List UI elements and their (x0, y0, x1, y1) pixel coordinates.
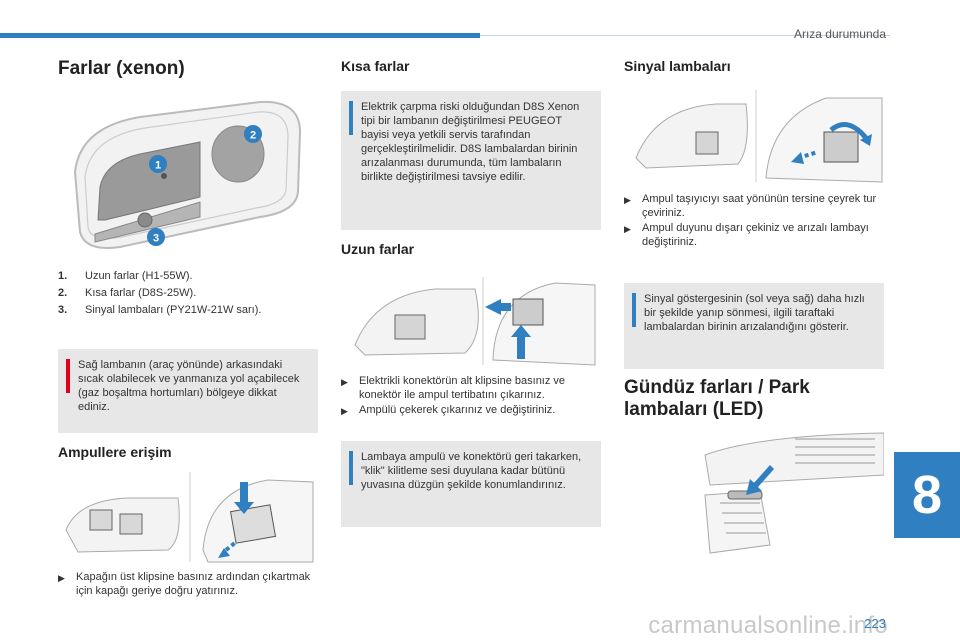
arrow-icon: ▶ (341, 406, 348, 416)
access-steps: ▶Kapağın üst klipsine basınız ardından ç… (58, 570, 320, 599)
high-beam-illustration (345, 275, 597, 367)
drl-illustration (700, 425, 884, 565)
callout-3: 3 (153, 233, 159, 245)
step-item: ▶Ampul duyunu dışarı çekiniz ve arızalı … (624, 222, 869, 248)
info-box-high-beam: Lambaya ampulü ve konektörü geri takarke… (341, 441, 601, 527)
section-title-low-beam: Kısa farlar (341, 58, 410, 74)
legend-item: 2.Kısa farlar (D8S-25W). (58, 287, 197, 299)
arrow-icon: ▶ (341, 377, 348, 387)
header-rule (480, 35, 890, 36)
arrow-icon: ▶ (624, 195, 631, 205)
info-box-signal: Sinyal göstergesinin (sol veya sağ) daha… (624, 283, 884, 369)
section-title-xenon: Farlar (xenon) (58, 58, 185, 79)
legend-item: 3.Sinyal lambaları (PY21W-21W sarı). (58, 304, 262, 316)
step-item: ▶Ampülü çekerek çıkarınız ve değiştirini… (341, 404, 556, 416)
callout-2: 2 (250, 130, 256, 142)
access-illustration (58, 470, 318, 564)
info-icon (632, 293, 636, 327)
info-icon (349, 451, 353, 485)
page-number: 223 (864, 616, 886, 631)
warning-box: Sağ lambanın (araç yönünde) arkasındaki … (58, 349, 318, 433)
section-title-signal: Sinyal lambaları (624, 58, 731, 74)
step-item: ▶Elektrikli konektörün alt klipsine bası… (341, 375, 566, 401)
running-title: Arıza durumunda (793, 27, 886, 41)
arrow-icon: ▶ (58, 573, 65, 583)
arrow-icon: ▶ (624, 224, 631, 234)
watermark: carmanualsonline.info (648, 612, 888, 639)
signal-illustration (626, 88, 884, 184)
section-title-access: Ampullere erişim (58, 444, 172, 460)
high-beam-steps: ▶Elektrikli konektörün alt klipsine bası… (341, 374, 603, 419)
info-icon (349, 101, 353, 135)
headlamp-diagram: 1 2 3 (60, 92, 310, 258)
section-title-drl: Gündüz farları / Park lambaları (LED) (624, 377, 810, 420)
legend-item: 1.Uzun farlar (H1-55W). (58, 270, 193, 282)
bulb-legend: 1.Uzun farlar (H1-55W). 2.Kısa farlar (D… (58, 268, 318, 319)
signal-steps: ▶Ampul taşıyıcıyı saat yönünün tersine ç… (624, 192, 886, 250)
info-box-low-beam: Elektrik çarpma riski olduğundan D8S Xen… (341, 91, 601, 230)
step-item: ▶Kapağın üst klipsine basınız ardından ç… (58, 571, 311, 597)
warning-icon (66, 359, 70, 393)
section-title-high-beam: Uzun farlar (341, 241, 415, 257)
chapter-tab: 8 (894, 452, 960, 538)
callout-1: 1 (155, 160, 161, 172)
step-item: ▶Ampul taşıyıcıyı saat yönünün tersine ç… (624, 193, 877, 219)
header-accent-bar (0, 33, 480, 38)
